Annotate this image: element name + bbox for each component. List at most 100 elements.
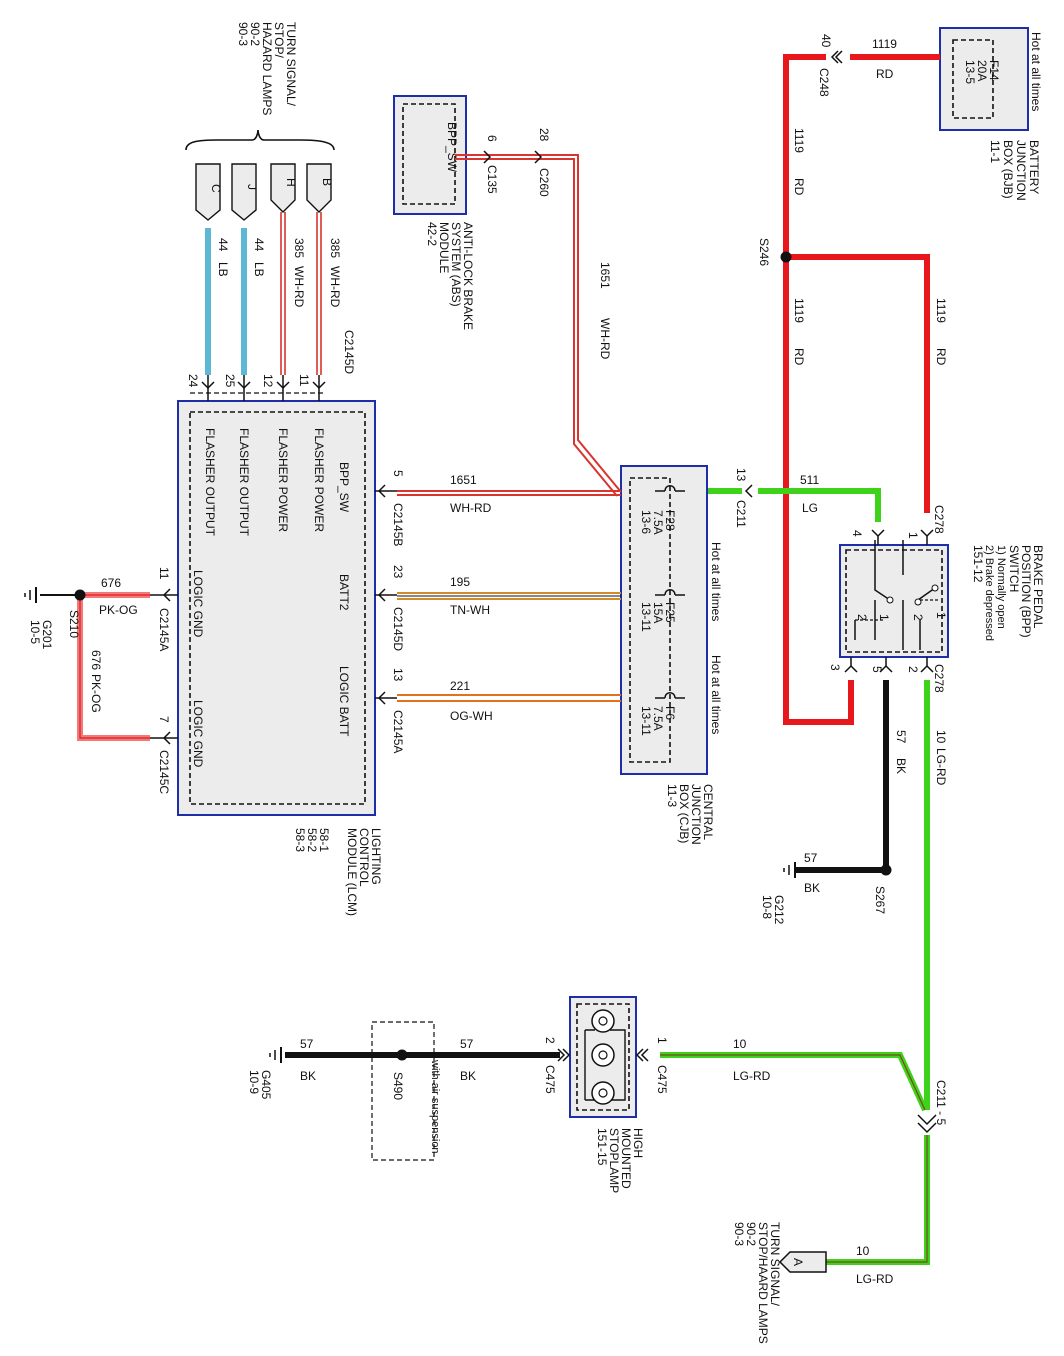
bpp-name-3: SWITCH <box>1007 545 1021 592</box>
wire-10-bot-num: 10 <box>856 1244 870 1258</box>
cjb-f25: F25 <box>663 602 677 623</box>
wire-221-num: 221 <box>450 679 470 693</box>
g405-page: 10-9 <box>247 1070 261 1094</box>
wire-221-color: OG-WH <box>450 709 493 723</box>
c475-right-pin: 1 <box>655 1037 669 1044</box>
hmsl-name-2: MOUNTED <box>619 1128 633 1189</box>
wire-1119-top-num: 1119 <box>872 37 897 51</box>
wire-385-1-num: 385 <box>292 238 306 258</box>
c248-pin: 40 <box>819 34 833 48</box>
cjb-name-2: JUNCTION <box>689 784 703 845</box>
cjb-f25-amps: 15A <box>651 602 665 623</box>
bjb-amps-label: 20A <box>975 60 989 81</box>
bpp-page: 151-12 <box>971 545 985 583</box>
wire-57a-color: BK <box>894 758 908 774</box>
wire-676-v-color: PK-OG <box>89 674 103 713</box>
wire-1119-v3-color: RD <box>934 348 948 366</box>
lcm-pin-bpp-sw: BPP_SW <box>337 462 351 513</box>
wire-57a-num: 57 <box>894 730 908 744</box>
wire-195-tn-wh: 195 TN-WH <box>397 575 621 617</box>
bjb-name-1: BATTERY <box>1027 140 1041 194</box>
lcm-pin-flasher-power-2: FLASHER POWER <box>312 428 326 532</box>
bjb-cavity-label: 13-5 <box>963 60 977 84</box>
cjb-hot-1: Hot at all times <box>709 542 723 621</box>
wire-1119-v1-color: RD <box>792 178 806 196</box>
cjb-name-1: CENTRAL <box>701 784 715 840</box>
c2145a-left-label: C2145A <box>157 608 171 651</box>
wire-511-lg: 511 LG 13 C211 <box>707 468 881 528</box>
splice-s246 <box>780 251 792 263</box>
c135-label: C135 <box>485 165 499 194</box>
g212-label: G212 <box>772 895 786 925</box>
lcm-name-1: LIGHTING <box>369 828 383 885</box>
turn-signal-bottom: A TURN SIGNAL/ STOP/HAARD LAMPS 90-2 90-… <box>732 1222 827 1344</box>
bpp-internal-2: 2 <box>911 614 925 621</box>
c211-pin: 13 <box>734 468 748 482</box>
abs-module: BPP_SW ANTI-LOCK BRAKE SYSTEM (ABS) MODU… <box>393 95 475 330</box>
pin-24: 24 <box>186 374 200 388</box>
wire-57c-num: 57 <box>300 1037 314 1051</box>
lcm-page-1: 58-1 <box>317 828 331 852</box>
abs-name-2: SYSTEM (ABS) <box>449 222 463 307</box>
cjb-f28-amps: 7.5A <box>651 510 665 535</box>
ts-top-line1: TURN SIGNAL/ <box>284 22 298 107</box>
wire-57b-num: 57 <box>804 851 818 865</box>
wire-676-color: PK-OG <box>99 603 138 617</box>
wire-385-wh-rd: 385 WH-RD 385 WH-RD C2145D <box>280 212 356 401</box>
wire-44-1-num: 44 <box>216 238 230 252</box>
c2145d-label: C2145D <box>391 607 405 651</box>
conn-a-label: A <box>791 1258 805 1266</box>
bpp-note-1: 1) Normally open <box>995 545 1007 629</box>
wire-44-1-color: LB <box>216 262 230 277</box>
lcm-pin-logic-gnd-1: LOGIC GND <box>191 570 205 638</box>
wire-1651-h-num: 1651 <box>450 473 477 487</box>
lcm-pin-logic-gnd-2: LOGIC GND <box>191 700 205 768</box>
cjb-f25-cavity: 13-11 <box>639 602 653 632</box>
wire-1119-v2-color: RD <box>792 348 806 366</box>
conn-j-label: J <box>245 184 259 190</box>
splice-s210 <box>74 589 86 601</box>
c475-left-label: C475 <box>543 1065 557 1094</box>
brace-icon <box>185 129 335 151</box>
bpp-internal-1: 1 <box>934 612 948 619</box>
wire-57c-color: BK <box>300 1069 316 1083</box>
ts-top-line3: HAZARD LAMPS <box>260 22 274 115</box>
central-junction-box: F28 7.5A 13-6 F25 15A 13-11 F6 7.5A 13-1… <box>620 465 723 845</box>
wire-221-og-wh: 221 OG-WH <box>397 679 621 723</box>
wire-10-h-num: 10 <box>733 1037 747 1051</box>
ts-bottom-line4: 90-3 <box>732 1222 746 1246</box>
c260-label: C260 <box>537 168 551 197</box>
c248-label: C248 <box>817 68 831 97</box>
wire-511-color: LG <box>802 501 818 515</box>
ts-top-line2: STOP/ <box>272 22 286 58</box>
c135-pin: 6 <box>485 135 499 142</box>
ts-top-line5: 90-3 <box>236 22 250 46</box>
wire-195-num: 195 <box>450 575 470 589</box>
c2145c-pin: 7 <box>157 716 171 723</box>
pin-25: 25 <box>223 374 237 388</box>
wire-1651-wh-rd: 6 C135 28 C260 1651 WH-RD 1651 WH-RD <box>397 128 622 515</box>
lcm-page-2: 58-2 <box>305 828 319 852</box>
wire-385-2-color: WH-RD <box>328 266 342 308</box>
wire-1119-v3: 1119 <box>934 298 948 323</box>
conn-h-label: H <box>284 178 298 187</box>
turn-signal-top: TURN SIGNAL/ STOP/ HAZARD LAMPS 90-2 90-… <box>185 22 335 221</box>
wire-676-num: 676 <box>101 576 121 590</box>
lcm-pin-flasher-power-1: FLASHER POWER <box>276 428 290 532</box>
wire-10-lg-rd: 10 LG-RD 10 LG-RD C211 - 5 10 LG-RD <box>660 680 948 1286</box>
g405-label: G405 <box>259 1070 273 1100</box>
wire-1119-v2: 1119 <box>792 298 806 323</box>
conn-b-label: B <box>320 178 334 186</box>
wire-1119-top-color: RD <box>876 67 894 81</box>
lcm-page-3: 58-3 <box>293 828 307 852</box>
bjb-name-3: BOX (BJB) <box>1001 140 1015 199</box>
c2145a-label: C2145A <box>391 710 405 753</box>
high-mounted-stoplamp: HIGH MOUNTED STOPLAMP 151-15 1 C475 2 C4… <box>543 996 669 1193</box>
wire-10-h-color: LG-RD <box>733 1069 771 1083</box>
c278-bottom-label: C278 <box>932 664 946 693</box>
bpp-name-1: BRAKE PEDAL <box>1031 545 1045 629</box>
bulb-icon <box>591 1081 615 1105</box>
abs-name-3: MODULE <box>437 222 451 273</box>
splice-s267 <box>880 864 892 876</box>
